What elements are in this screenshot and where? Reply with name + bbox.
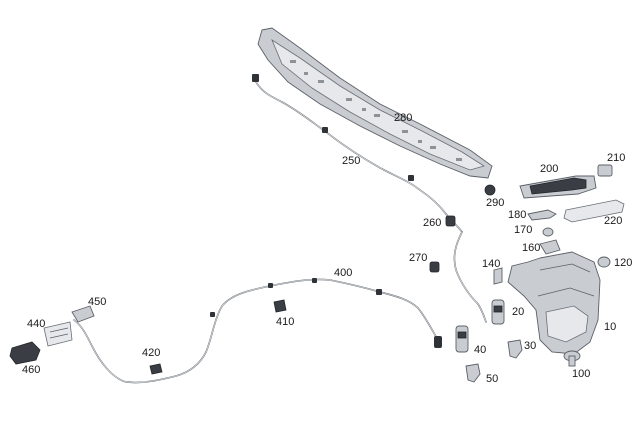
label-160: 160 xyxy=(522,242,541,254)
cover-220 xyxy=(563,199,625,223)
label-460: 460 xyxy=(22,364,41,376)
label-40: 40 xyxy=(474,344,487,356)
label-20: 20 xyxy=(512,306,525,318)
hose-to-pump xyxy=(453,231,487,323)
clip-410 xyxy=(273,299,287,313)
hose-250 xyxy=(252,74,463,233)
label-140: 140 xyxy=(482,258,501,270)
label-400: 400 xyxy=(334,267,353,279)
connector-270 xyxy=(429,261,440,273)
label-440: 440 xyxy=(27,318,46,330)
connector-260 xyxy=(445,215,456,227)
cover-460 xyxy=(9,341,41,365)
cowl-panel-280 xyxy=(257,27,493,179)
pump-40 xyxy=(455,325,469,353)
grommet-30 xyxy=(507,339,523,359)
label-120: 120 xyxy=(614,257,633,269)
label-180: 180 xyxy=(508,209,527,221)
label-170: 170 xyxy=(514,224,533,236)
label-100: 100 xyxy=(572,368,591,380)
pump-20 xyxy=(491,299,505,325)
bracket-180 xyxy=(527,209,557,221)
label-260: 260 xyxy=(423,217,442,229)
seal-170 xyxy=(542,227,554,237)
cap-120 xyxy=(597,256,611,268)
label-210: 210 xyxy=(607,152,626,164)
label-270: 270 xyxy=(409,252,428,264)
label-290: 290 xyxy=(486,197,505,209)
hose-400 xyxy=(73,278,442,384)
fastener-140 xyxy=(493,267,503,285)
connector-210 xyxy=(597,164,613,177)
nozzle-200 xyxy=(519,175,597,199)
label-200: 200 xyxy=(540,163,559,175)
label-420: 420 xyxy=(142,347,161,359)
label-250: 250 xyxy=(342,155,361,167)
label-280: 280 xyxy=(394,112,413,124)
label-450: 450 xyxy=(88,296,107,308)
nozzle-440 xyxy=(43,321,73,347)
label-410: 410 xyxy=(276,316,295,328)
bracket-450 xyxy=(71,305,95,323)
grommet-50 xyxy=(465,363,481,383)
label-220: 220 xyxy=(604,215,623,227)
sensor-100 xyxy=(563,350,581,367)
label-10: 10 xyxy=(604,321,617,333)
reservoir-10 xyxy=(507,251,601,355)
label-50: 50 xyxy=(486,373,499,385)
grommet-290 xyxy=(484,184,496,196)
filler-160 xyxy=(539,239,561,255)
clip-420 xyxy=(149,363,163,375)
label-30: 30 xyxy=(524,340,537,352)
